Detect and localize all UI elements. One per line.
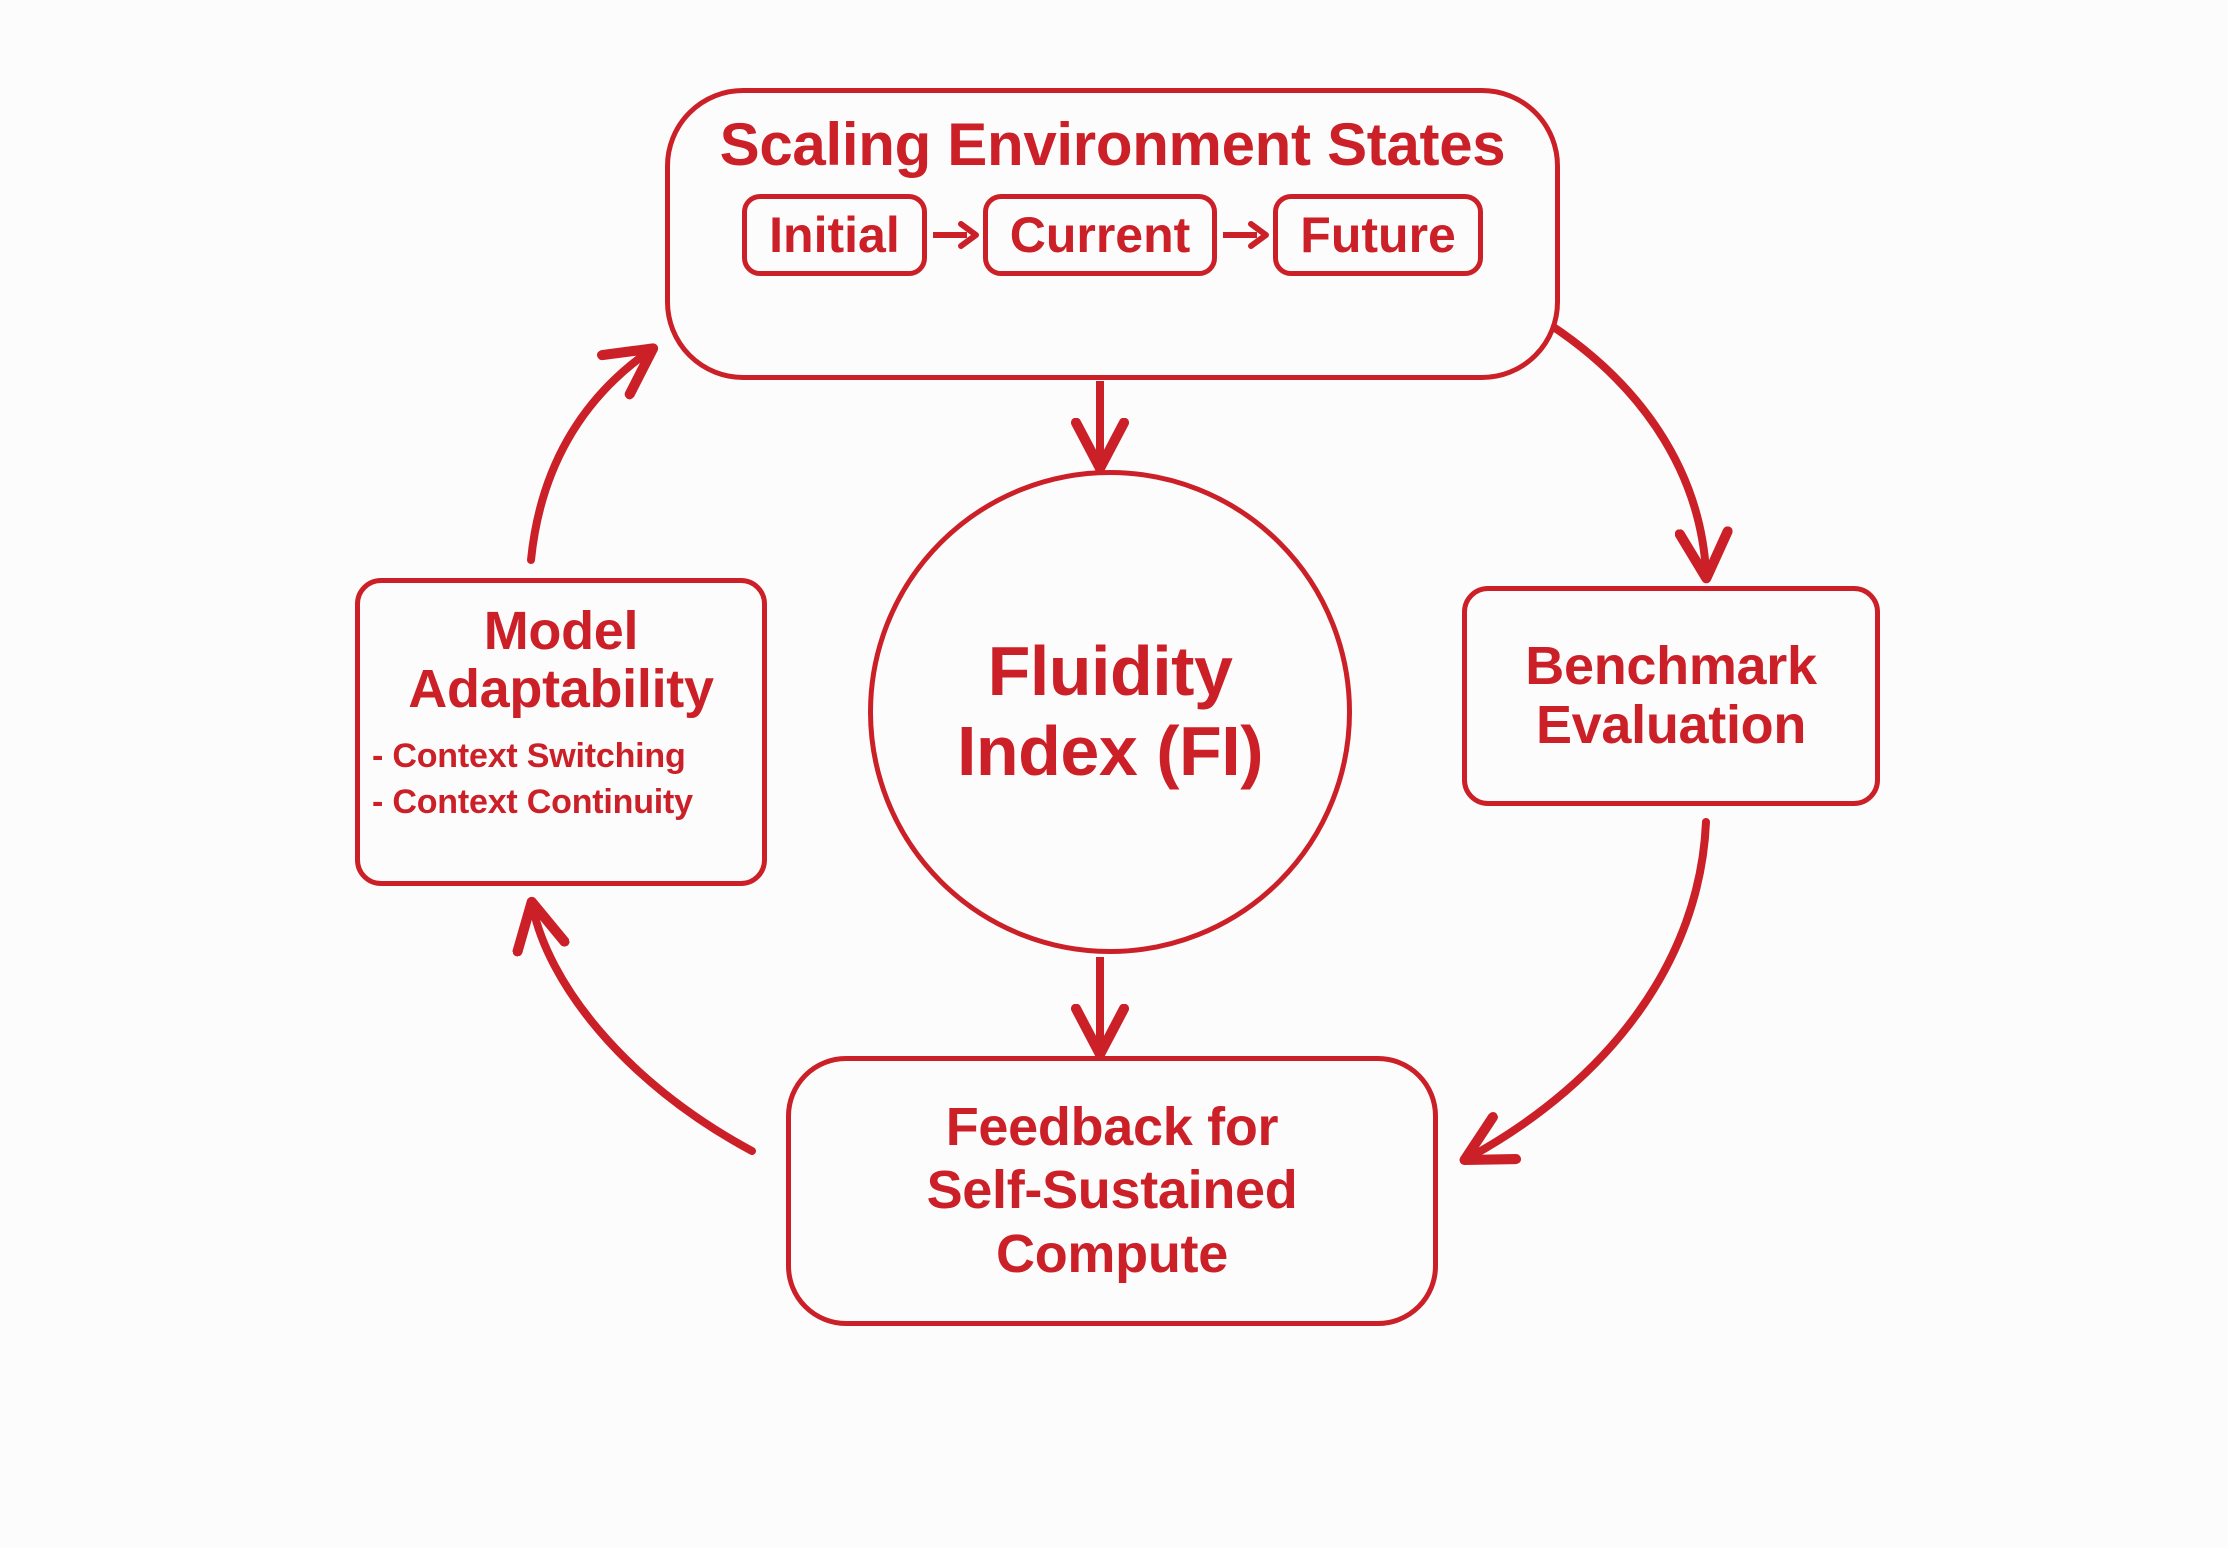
arrow-states-to-benchmark [1534,313,1706,572]
feedback-self-sustained-compute-node[interactable]: Feedback for Self-Sustained Compute [786,1056,1438,1326]
state-label-current: Current [1009,207,1191,263]
feedback-line1: Feedback for [945,1097,1279,1158]
model-adaptability-node[interactable]: Model Adaptability - Context Switching -… [355,578,767,886]
model-adaptability-title-line1: Model [483,601,639,661]
benchmark-evaluation-line2: Evaluation [1535,695,1807,755]
state-label-future: Future [1300,207,1456,263]
model-adaptability-title: Model Adaptability [408,601,714,719]
state-box-future[interactable]: Future [1273,194,1483,276]
fluidity-index-line1: Fluidity [987,632,1233,711]
list-item: - Context Continuity [372,783,693,822]
state-sequence: Initial Current Future [742,194,1483,276]
state-box-current[interactable]: Current [982,194,1218,276]
scaling-environment-states-node[interactable]: Scaling Environment States Initial Curre… [665,88,1560,380]
fluidity-index-line2: Index (FI) [956,712,1264,790]
state-box-initial[interactable]: Initial [742,194,927,276]
state-label-initial: Initial [769,207,900,263]
fluidity-index-node[interactable]: Fluidity Index (FI) [868,470,1352,954]
state-arrow-initial-to-current-icon [932,221,979,249]
model-adaptability-bullet-list: - Context Switching - Context Continuity [360,733,762,827]
model-adaptability-title-line2: Adaptability [408,658,714,719]
arrow-model-to-states [527,352,648,564]
benchmark-evaluation-node[interactable]: Benchmark Evaluation [1462,586,1880,806]
list-item: - Context Switching [372,736,686,775]
scaling-environment-states-title: Scaling Environment States [719,111,1506,178]
benchmark-evaluation-line1: Benchmark [1525,635,1817,696]
arrow-feedback-to-model [533,908,756,1155]
state-arrow-current-to-future-icon [1223,221,1270,249]
feedback-line3: Compute [996,1223,1228,1284]
feedback-line2: Self-Sustained [926,1160,1298,1221]
arrow-benchmark-to-feedback [1470,818,1710,1157]
